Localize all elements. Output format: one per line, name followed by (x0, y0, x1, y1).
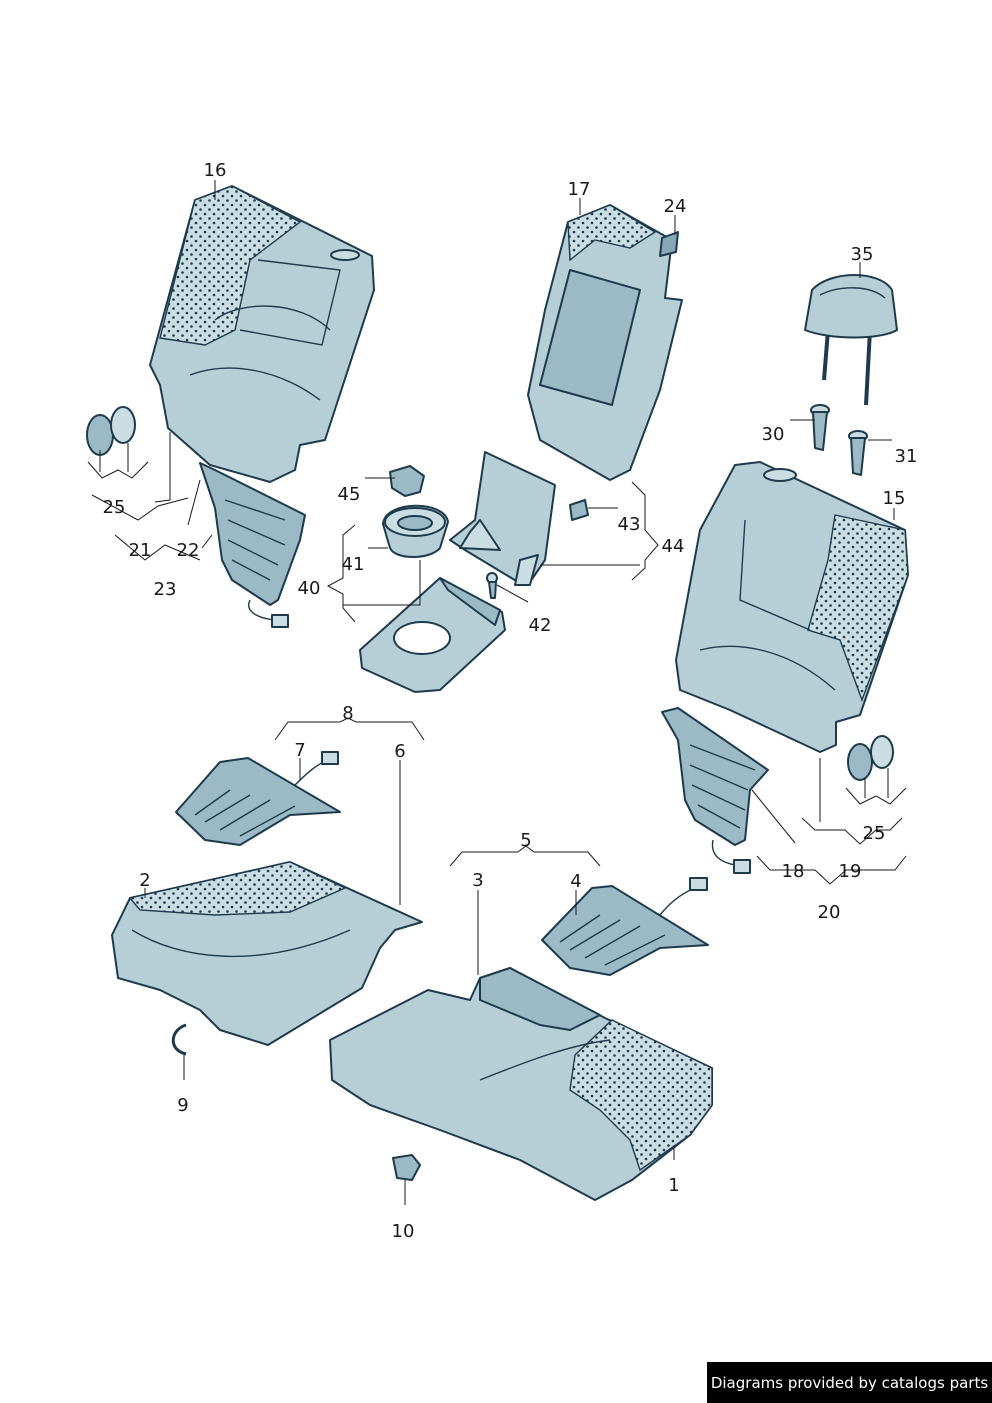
callout-30: 30 (762, 424, 785, 445)
callout-7: 7 (294, 740, 305, 761)
attribution-badge: Diagrams provided by catalogs parts (707, 1362, 992, 1403)
latch-clip (569, 499, 589, 521)
callout-17: 17 (568, 179, 591, 200)
callout-1: 1 (668, 1175, 679, 1196)
backrest-right (675, 461, 909, 753)
backrest-center (527, 204, 683, 481)
armrest-base (359, 577, 506, 693)
callout-40: 40 (298, 578, 321, 599)
callout-18: 18 (782, 861, 805, 882)
headrest-guide-31 (848, 430, 868, 476)
callout-10: 10 (392, 1221, 415, 1242)
callout-19: 19 (839, 861, 862, 882)
callout-25-right: 25 (863, 823, 886, 844)
trim-caps-left (86, 406, 136, 456)
callout-4: 4 (570, 871, 581, 892)
heating-pad-seat-left (175, 751, 341, 846)
callout-6: 6 (394, 741, 405, 762)
callout-8: 8 (342, 703, 353, 724)
callout-24: 24 (664, 196, 687, 217)
seat-cushion-left (111, 861, 423, 1046)
clip-ring (171, 1023, 187, 1056)
heating-pad-backrest-right (661, 707, 769, 874)
callout-3: 3 (472, 870, 483, 891)
leader-lines (87, 180, 907, 1205)
callout-41: 41 (342, 554, 365, 575)
cup-holder (382, 504, 449, 558)
callout-15: 15 (883, 488, 906, 509)
callout-23: 23 (154, 579, 177, 600)
callout-21: 21 (129, 540, 152, 561)
callout-22: 22 (177, 540, 200, 561)
callout-labels: 16 17 24 35 30 31 15 45 25 43 44 21 22 4… (103, 160, 918, 1242)
trim-caps-right (847, 735, 894, 781)
screw (486, 572, 498, 599)
callout-20: 20 (818, 902, 841, 923)
heating-pad-backrest-left (199, 462, 306, 628)
headrest (804, 274, 898, 406)
backrest-left (149, 185, 375, 483)
attribution-text: Diagrams provided by catalogs parts (710, 1373, 989, 1392)
heating-pad-seat-right (541, 877, 709, 976)
small-clip (392, 1154, 421, 1181)
callout-45: 45 (338, 484, 361, 505)
callout-2: 2 (139, 870, 150, 891)
armrest (449, 451, 556, 586)
callout-43: 43 (618, 514, 641, 535)
callout-42: 42 (529, 615, 552, 636)
seat-cushion-right (329, 967, 713, 1201)
callout-44: 44 (662, 536, 685, 557)
headrest-guide-30 (810, 404, 830, 451)
callout-25-left: 25 (103, 497, 126, 518)
callout-9: 9 (177, 1095, 188, 1116)
callout-5: 5 (520, 830, 531, 851)
cup-holder-insert (389, 465, 425, 497)
callout-35: 35 (851, 244, 874, 265)
callout-31: 31 (895, 446, 918, 467)
callout-16: 16 (204, 160, 227, 181)
